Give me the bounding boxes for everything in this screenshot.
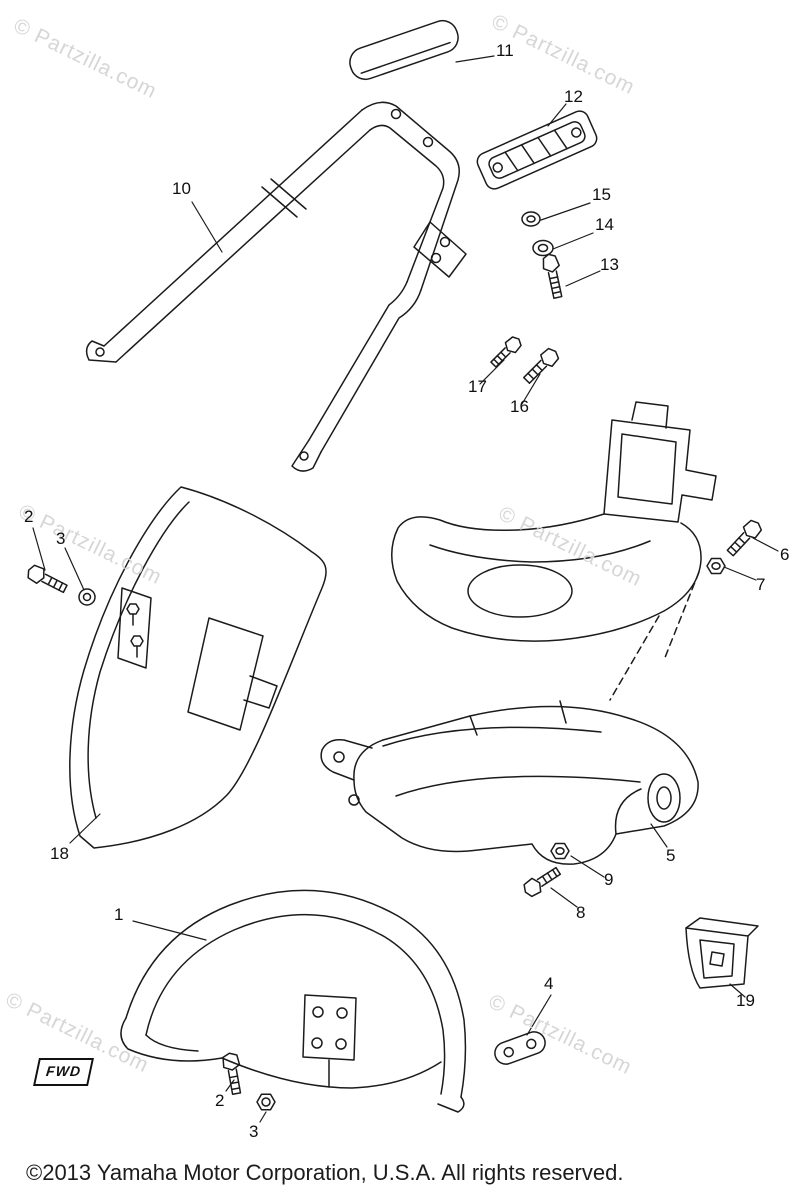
nut-7-drawing (706, 557, 726, 575)
washer-15-drawing (521, 211, 541, 227)
callout-18: 18 (50, 844, 69, 863)
rear-frame-drawing (391, 401, 717, 701)
callout-10: 10 (172, 179, 191, 198)
callout-11: 11 (496, 41, 514, 60)
callout-2-front: 2 (215, 1091, 225, 1110)
rear-fender-drawing (320, 700, 699, 865)
copyright-text: ©2013 Yamaha Motor Corporation, U.S.A. A… (26, 1160, 624, 1185)
bolt-2-front-drawing (222, 1052, 242, 1096)
callout-17: 17 (468, 377, 487, 396)
callout-15: 15 (592, 185, 611, 204)
washer-3-left-drawing (78, 588, 96, 606)
callout-2-left: 2 (24, 507, 34, 526)
callout-16: 16 (510, 397, 529, 416)
callout-6: 6 (780, 545, 790, 564)
callout-8: 8 (576, 903, 586, 922)
callout-1: 1 (114, 905, 124, 924)
callout-7: 7 (756, 575, 766, 594)
bracket-19-drawing (685, 917, 759, 989)
footrest-bracket-drawing (476, 110, 598, 190)
bolt-17-drawing (490, 336, 522, 368)
bolt-16-drawing (523, 347, 560, 384)
side-cover-drawing (69, 486, 327, 849)
callout-12: 12 (564, 87, 583, 106)
callout-3-left: 3 (56, 529, 66, 548)
front-fender-drawing (120, 889, 467, 1113)
bolt-2-left-drawing (27, 564, 68, 594)
callout-13: 13 (600, 255, 619, 274)
pad-drawing (349, 19, 459, 81)
fwd-marker: FWD (33, 1058, 94, 1086)
grab-bar-drawing (85, 101, 467, 472)
clamp-drawing (494, 1031, 546, 1065)
callout-4: 4 (544, 974, 554, 993)
leader-lines (32, 55, 779, 1123)
callout-3-front: 3 (249, 1122, 259, 1141)
callout-19: 19 (736, 991, 755, 1010)
washer-14-drawing (532, 239, 554, 257)
callout-14: 14 (595, 215, 614, 234)
fwd-label: FWD (45, 1063, 82, 1079)
callout-9: 9 (604, 870, 614, 889)
callout-5: 5 (666, 846, 676, 865)
nut-3-front-drawing (256, 1093, 276, 1111)
bolt-13-drawing (542, 253, 563, 299)
bolt-6-drawing (726, 519, 763, 557)
bolt-8-drawing (523, 866, 562, 898)
nut-9-drawing (550, 842, 570, 860)
